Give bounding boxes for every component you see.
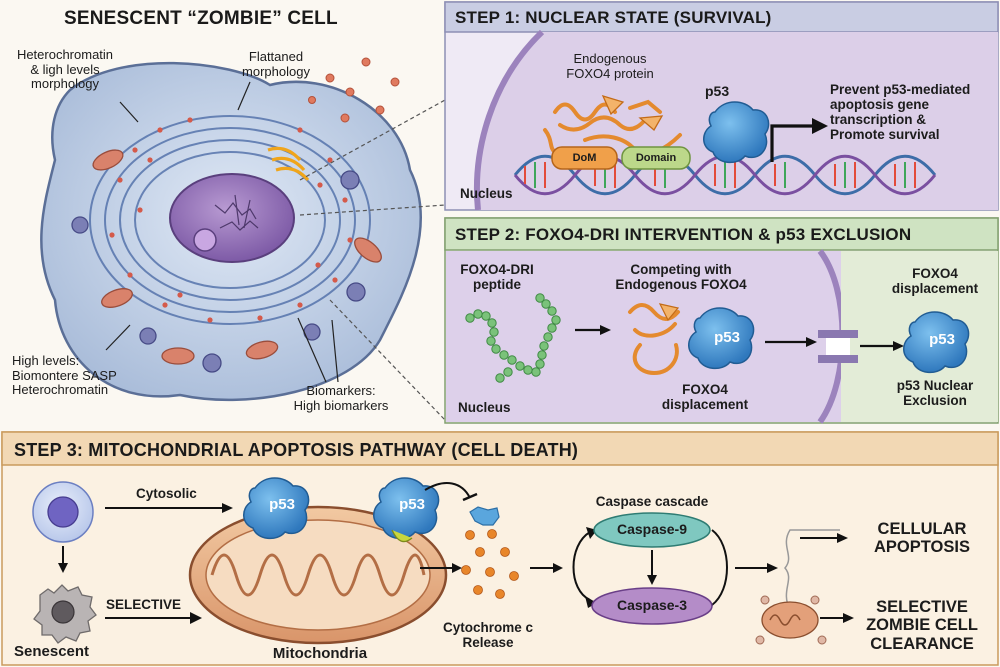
cytosolic-label: Cytosolic — [136, 486, 197, 501]
step3-title: STEP 3: MITOCHONDRIAL APOPTOSIS PATHWAY … — [14, 440, 579, 460]
senescent-label: Senescent — [14, 643, 90, 660]
p53-label-b: p53 — [399, 496, 425, 513]
label-flattened: Flattaned morphology — [242, 49, 310, 79]
step3-panel — [1, 431, 999, 666]
caspase-cascade-label: Caspase cascade — [595, 494, 709, 509]
label-biomarkers: Biomarkers: High biomarkers — [293, 383, 389, 413]
free-p53-label: p53 — [929, 331, 955, 348]
caspase3-label: Caspase-3 — [616, 597, 688, 613]
caspase9-label: Caspase-9 — [616, 521, 688, 537]
cell-title: SENESCENT “ZOMBIE” CELL — [64, 8, 338, 29]
nucleus-label-step2: Nucleus — [458, 400, 511, 415]
foxo4-displacement-label: FOXO4 displacement — [661, 382, 749, 413]
step1-panel — [444, 1, 999, 211]
competing-label: Competing with Endogenous FOXO4 — [615, 262, 747, 293]
label-heterochromatin: Heterochromatin & ligh levels morphology — [16, 47, 114, 92]
apoptosis-label: CELLULAR APOPTOSIS — [874, 520, 970, 557]
p53-label-a: p53 — [269, 496, 295, 513]
mitochondria-label: Mitochondria — [272, 645, 368, 662]
peptide-label: FOXO4-DRI peptide — [460, 262, 534, 293]
domain-label: Domain — [635, 152, 677, 164]
complex-p53-label: p53 — [714, 329, 740, 346]
foxo4-protein-label: Endogenous FOXO4 protein — [566, 51, 654, 81]
clearance-label: SELECTIVE ZOMBIE CELL CLEARANCE — [866, 598, 978, 653]
step1-title: STEP 1: NUCLEAR STATE (SURVIVAL) — [455, 8, 772, 27]
p53-label-step1: p53 — [705, 83, 730, 99]
dom-label: DoM — [572, 152, 597, 164]
cytochrome-label: Cytochrome c Release — [442, 620, 534, 651]
nucleus-label-step1: Nucleus — [460, 186, 513, 201]
exclusion-label: p53 Nuclear Exclusion — [896, 378, 974, 409]
selective-label: SELECTIVE — [106, 597, 182, 612]
label-high-levels: High levels: Biomontere SASP Heterochrom… — [12, 353, 117, 398]
senescent-cell-illustration — [40, 57, 446, 421]
step2-title: STEP 2: FOXO4-DRI INTERVENTION & p53 EXC… — [455, 225, 912, 244]
step2-panel — [444, 217, 999, 424]
survival-outcome-label: Prevent p53-mediated apoptosis gene tran… — [830, 82, 971, 143]
top-displacement-label: FOXO4 displacement — [891, 266, 979, 297]
